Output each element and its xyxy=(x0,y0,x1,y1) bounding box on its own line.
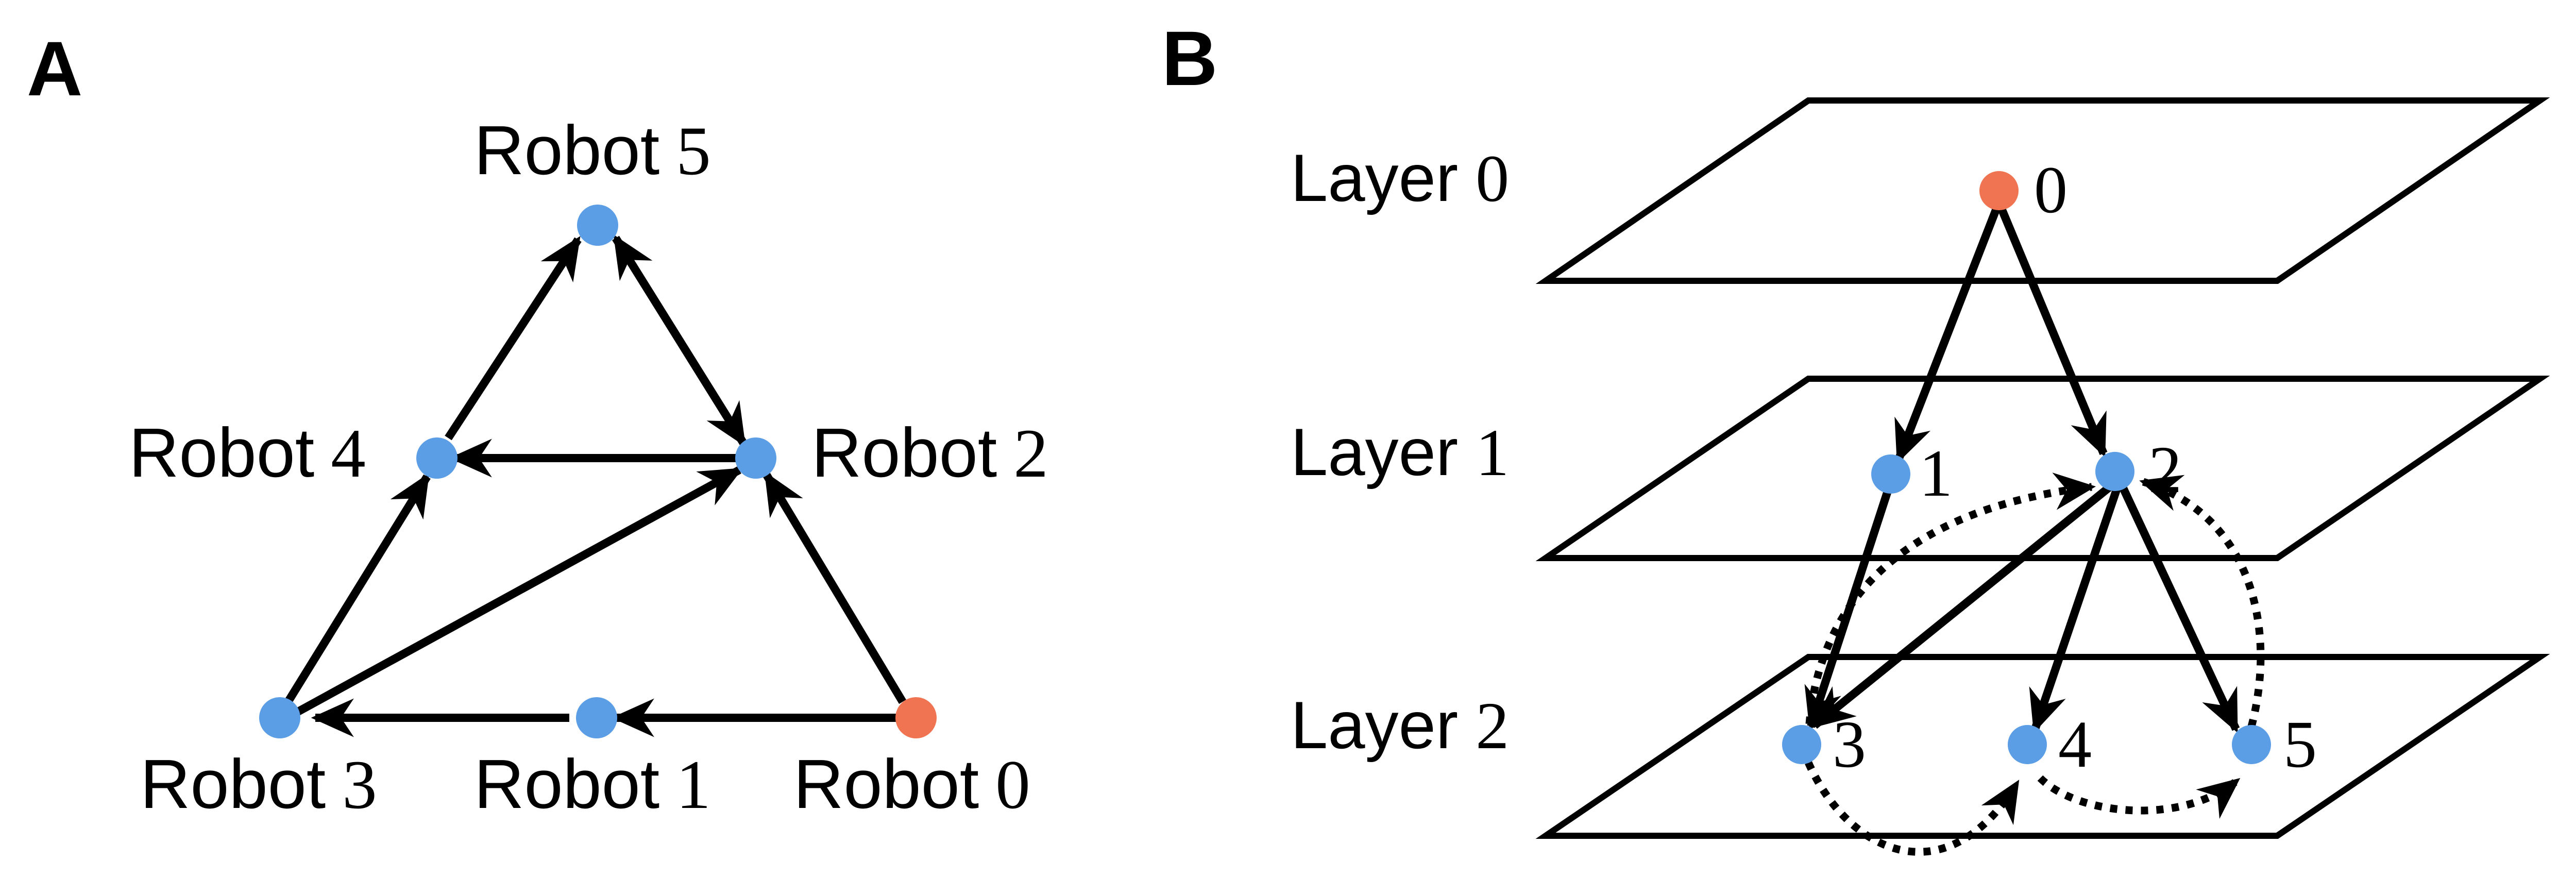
panel-a: A Robot 5 Robot xyxy=(27,25,1048,823)
layer-label-2: Layer 2 xyxy=(1291,687,1509,763)
edge-node-0-to-node-1 xyxy=(1894,207,2001,464)
robot-node-4 xyxy=(416,437,457,479)
layer-plane-1 xyxy=(1535,376,2550,561)
layer-nodes xyxy=(1782,171,2271,764)
robot-node-2 xyxy=(735,437,776,479)
edge-robot-3-to-robot-4 xyxy=(284,473,431,704)
robot-number: 1 xyxy=(676,747,711,823)
edge-node-0-to-node-2 xyxy=(1997,207,2108,458)
layer-node-label-4: 4 xyxy=(2058,707,2092,782)
dotted-edge-node-3-to-node-2 xyxy=(1805,473,2096,724)
layer-node-3 xyxy=(1782,725,1821,764)
layer-planes xyxy=(1535,97,2550,839)
layer-node-2 xyxy=(2095,452,2134,491)
panel-a-label: A xyxy=(27,25,82,112)
robot-word: Robot xyxy=(474,111,659,189)
layer-node-5 xyxy=(2232,725,2271,764)
layer-node-0 xyxy=(1979,171,2019,210)
robot-word: Robot xyxy=(811,414,997,492)
layer-word: Layer xyxy=(1291,414,1458,490)
layer-node-label-3: 3 xyxy=(1833,707,1866,782)
panel-a-edges xyxy=(284,234,906,737)
layer-label-1: Layer 1 xyxy=(1291,414,1509,490)
robot-word: Robot xyxy=(793,745,979,823)
robot-number: 4 xyxy=(331,415,366,492)
robot-word: Robot xyxy=(140,745,326,823)
robot-node-3 xyxy=(259,697,300,738)
robot-word: Robot xyxy=(474,745,659,823)
robot-number: 5 xyxy=(676,113,711,190)
panel-b-label: B xyxy=(1162,15,1217,102)
panel-a-labels: Robot 5 Robot 4 Robot 2 Robot 3 Robot 1 … xyxy=(129,111,1048,823)
robot-number: 2 xyxy=(1013,415,1048,492)
dotted-edge-node-5-to-node-2 xyxy=(2139,475,2265,728)
layer-node-1 xyxy=(1871,454,1910,494)
robot-label-4: Robot 4 xyxy=(129,414,366,492)
robot-node-5 xyxy=(577,205,618,246)
robot-word: Robot xyxy=(129,414,314,492)
robot-node-1 xyxy=(576,697,617,738)
edge-node-2-to-node-5 xyxy=(2119,485,2240,733)
layer-plane-2 xyxy=(1535,654,2550,839)
panel-a-nodes xyxy=(259,205,937,738)
robot-number: 0 xyxy=(995,747,1030,823)
layer-plane-0 xyxy=(1535,97,2550,284)
layer-edges-dotted xyxy=(1805,473,2265,856)
edge-node-2-to-node-3 xyxy=(1811,483,2113,729)
robot-node-0 xyxy=(895,697,937,738)
layer-label-0: Layer 0 xyxy=(1291,140,1509,216)
layer-word: Layer xyxy=(1291,140,1458,215)
layer-number: 1 xyxy=(1476,416,1509,490)
layer-labels: Layer 0 Layer 1 Layer 2 xyxy=(1291,140,1509,763)
dotted-edge-node-4-to-node-5 xyxy=(2037,775,2241,819)
edge-robot-3-to-robot-2 xyxy=(294,466,743,717)
robot-label-0: Robot 0 xyxy=(793,745,1030,823)
panel-b: B Layer 0 Layer 1 Layer 2 xyxy=(1162,15,2550,856)
robot-number: 3 xyxy=(342,747,377,823)
layer-node-label-2: 2 xyxy=(2148,433,2182,507)
edge-node-2-to-node-4 xyxy=(2029,485,2122,733)
layer-node-4 xyxy=(2008,725,2047,764)
layer-word: Layer xyxy=(1291,687,1458,763)
layer-number: 2 xyxy=(1476,689,1509,763)
robot-label-1: Robot 1 xyxy=(474,745,711,823)
edge-robot-5-to-robot-2 xyxy=(612,235,747,447)
layer-node-label-1: 1 xyxy=(1919,436,1953,511)
robot-label-3: Robot 3 xyxy=(140,745,377,823)
robot-label-5: Robot 5 xyxy=(474,111,711,190)
edge-robot-4-to-robot-5 xyxy=(445,236,582,441)
edge-robot-0-to-robot-2 xyxy=(763,471,906,704)
layer-node-label-0: 0 xyxy=(2034,153,2067,227)
robot-label-2: Robot 2 xyxy=(811,414,1048,492)
layer-number: 0 xyxy=(1476,142,1509,216)
layer-node-label-5: 5 xyxy=(2283,707,2317,782)
layer-node-labels: 0 1 2 3 4 5 xyxy=(1833,153,2317,782)
